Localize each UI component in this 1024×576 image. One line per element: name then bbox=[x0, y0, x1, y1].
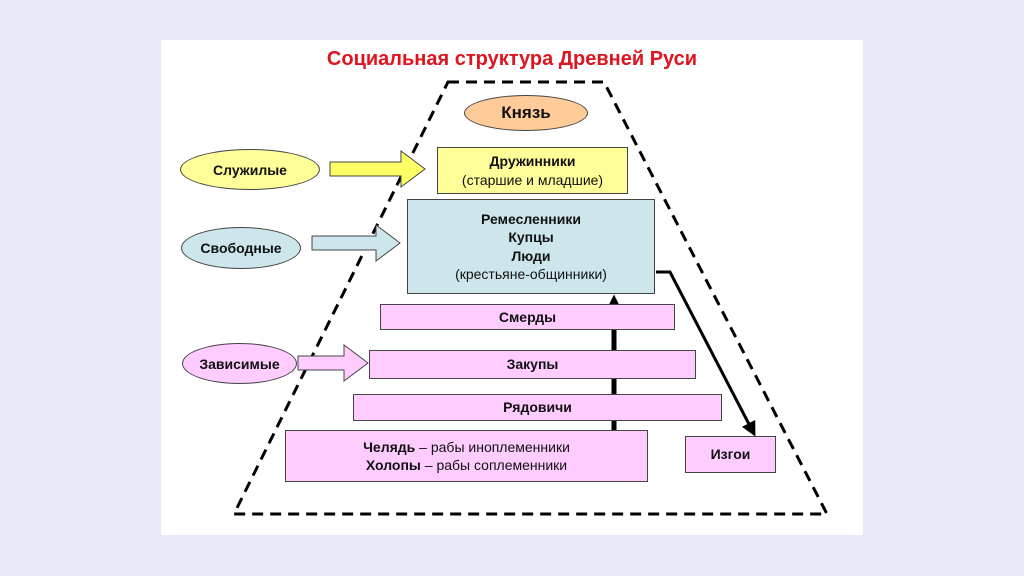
category-dependent-label: Зависимые bbox=[199, 355, 280, 372]
druzhina-box: Дружинники (старшие и младшие) bbox=[437, 147, 628, 194]
ryadovichi-box: Рядовичи bbox=[353, 394, 722, 421]
diagram-title: Социальная структура Древней Руси bbox=[326, 48, 698, 70]
druzhina-subtitle: (старшие и младшие) bbox=[461, 171, 604, 188]
category-free-ellipse: Свободные bbox=[181, 227, 301, 269]
smerdy-label: Смерды bbox=[498, 308, 557, 325]
ryadovichi-label: Рядовичи bbox=[503, 399, 572, 416]
zakupy-box: Закупы bbox=[369, 350, 696, 379]
slaves-box: Челядь – рабы иноплеменники Холопы – раб… bbox=[285, 430, 648, 482]
category-serving-label: Служилые bbox=[213, 161, 287, 178]
outcast-arrow bbox=[656, 270, 756, 437]
arrow-dependent bbox=[297, 344, 369, 382]
category-dependent-ellipse: Зависимые bbox=[182, 343, 297, 384]
prince-ellipse: Князь bbox=[464, 95, 588, 131]
merchants-label: Купцы bbox=[508, 229, 554, 246]
arrow-serving bbox=[329, 150, 426, 188]
category-free-label: Свободные bbox=[200, 240, 282, 256]
chelyad-line: Челядь – рабы иноплеменники bbox=[363, 438, 570, 456]
chelyad-label: Челядь bbox=[363, 438, 416, 455]
druzhina-title: Дружинники bbox=[489, 153, 576, 170]
izgoi-label: Изгои bbox=[710, 446, 751, 463]
zakupy-label: Закупы bbox=[506, 356, 559, 373]
izgoi-box: Изгои bbox=[685, 436, 776, 473]
free-people-box: Ремесленники Купцы Люди (крестьяне-общин… bbox=[407, 199, 655, 294]
category-serving-ellipse: Служилые bbox=[180, 149, 320, 190]
chelyad-desc: – рабы иноплеменники bbox=[415, 438, 570, 455]
kholopy-desc: – рабы соплеменники bbox=[420, 457, 568, 473]
prince-label: Князь bbox=[501, 103, 551, 122]
kholopy-label: Холопы bbox=[365, 457, 421, 473]
free-people-subtitle: (крестьяне-общинники) bbox=[455, 265, 607, 282]
craftsmen-label: Ремесленники bbox=[481, 211, 581, 228]
kholopy-line: Холопы – рабы соплеменники bbox=[366, 456, 567, 474]
smerdy-box: Смерды bbox=[380, 304, 675, 330]
arrow-free bbox=[311, 224, 401, 262]
people-label: Люди bbox=[511, 247, 551, 264]
